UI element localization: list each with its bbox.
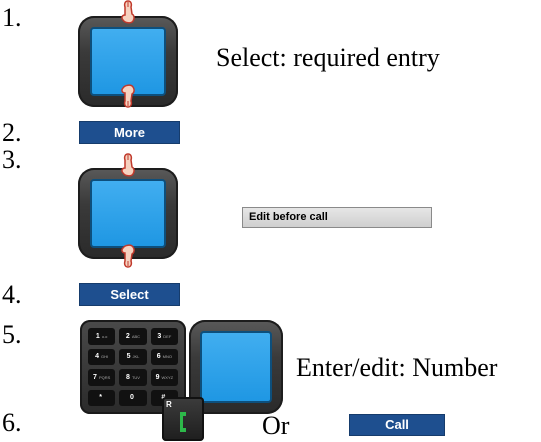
finger-up-icon [121,0,135,24]
navigation-key[interactable] [78,16,178,107]
keypad-key-digit: 8 [126,373,130,381]
keypad-key-letters: WXYZ [161,374,174,380]
keypad-key[interactable]: 0 [119,389,147,406]
keypad-key-digit: 2 [125,332,130,340]
navigation-key-center [200,331,272,403]
call-softkey[interactable]: Call [349,414,445,436]
display-menu-entry: Edit before call [242,207,432,228]
finger-up-icon [121,153,135,177]
navigation-key[interactable] [78,168,178,259]
finger-down-icon [121,244,135,268]
keypad-key-letters: GHI [101,354,109,360]
or-label: Or [262,411,290,440]
keypad-key-letters: ABC [131,333,141,339]
step-1-caption: Select: required entry [216,43,440,72]
keypad-key-letters: PQRS [98,374,111,380]
step-5-caption: Enter/edit: Number [296,353,498,382]
more-softkey[interactable]: More [79,121,180,144]
keypad-key[interactable]: * [88,389,116,406]
navigation-key[interactable] [189,320,283,414]
dial-key-led-label: R [166,400,172,409]
keypad-key-digit: * [99,394,103,402]
keypad-key-digit: 5 [126,353,131,361]
step-1-number: 1. [2,3,22,32]
keypad-key-digit: 9 [155,373,160,381]
keypad-key-letters: JKL [132,354,140,360]
step-3-number: 3. [2,145,22,174]
select-softkey[interactable]: Select [79,283,180,306]
step-4-number: 4. [2,280,22,309]
keypad-key-digit: 4 [95,353,100,361]
dial-key[interactable]: R [162,397,204,441]
navigation-key-center [90,178,166,249]
keypad-key-letters: o.o [101,333,108,339]
keypad-key-digit: 3 [157,332,162,340]
step-6-number: 6. [2,408,22,437]
handset-icon [180,412,186,432]
keypad-key-letters: DEF [163,333,172,339]
keypad-key-letters: TUV [131,374,140,380]
step-2-number: 2. [2,118,22,147]
keypad-key-digit: 0 [130,394,134,402]
keypad-key-letters: MNO [162,354,172,360]
step-5-number: 5. [2,320,22,349]
finger-down-icon [121,84,135,108]
keypad-key-digit: 7 [93,373,97,381]
keypad-key-digit: 1 [95,332,100,340]
keypad-key-digit: 6 [156,353,161,361]
